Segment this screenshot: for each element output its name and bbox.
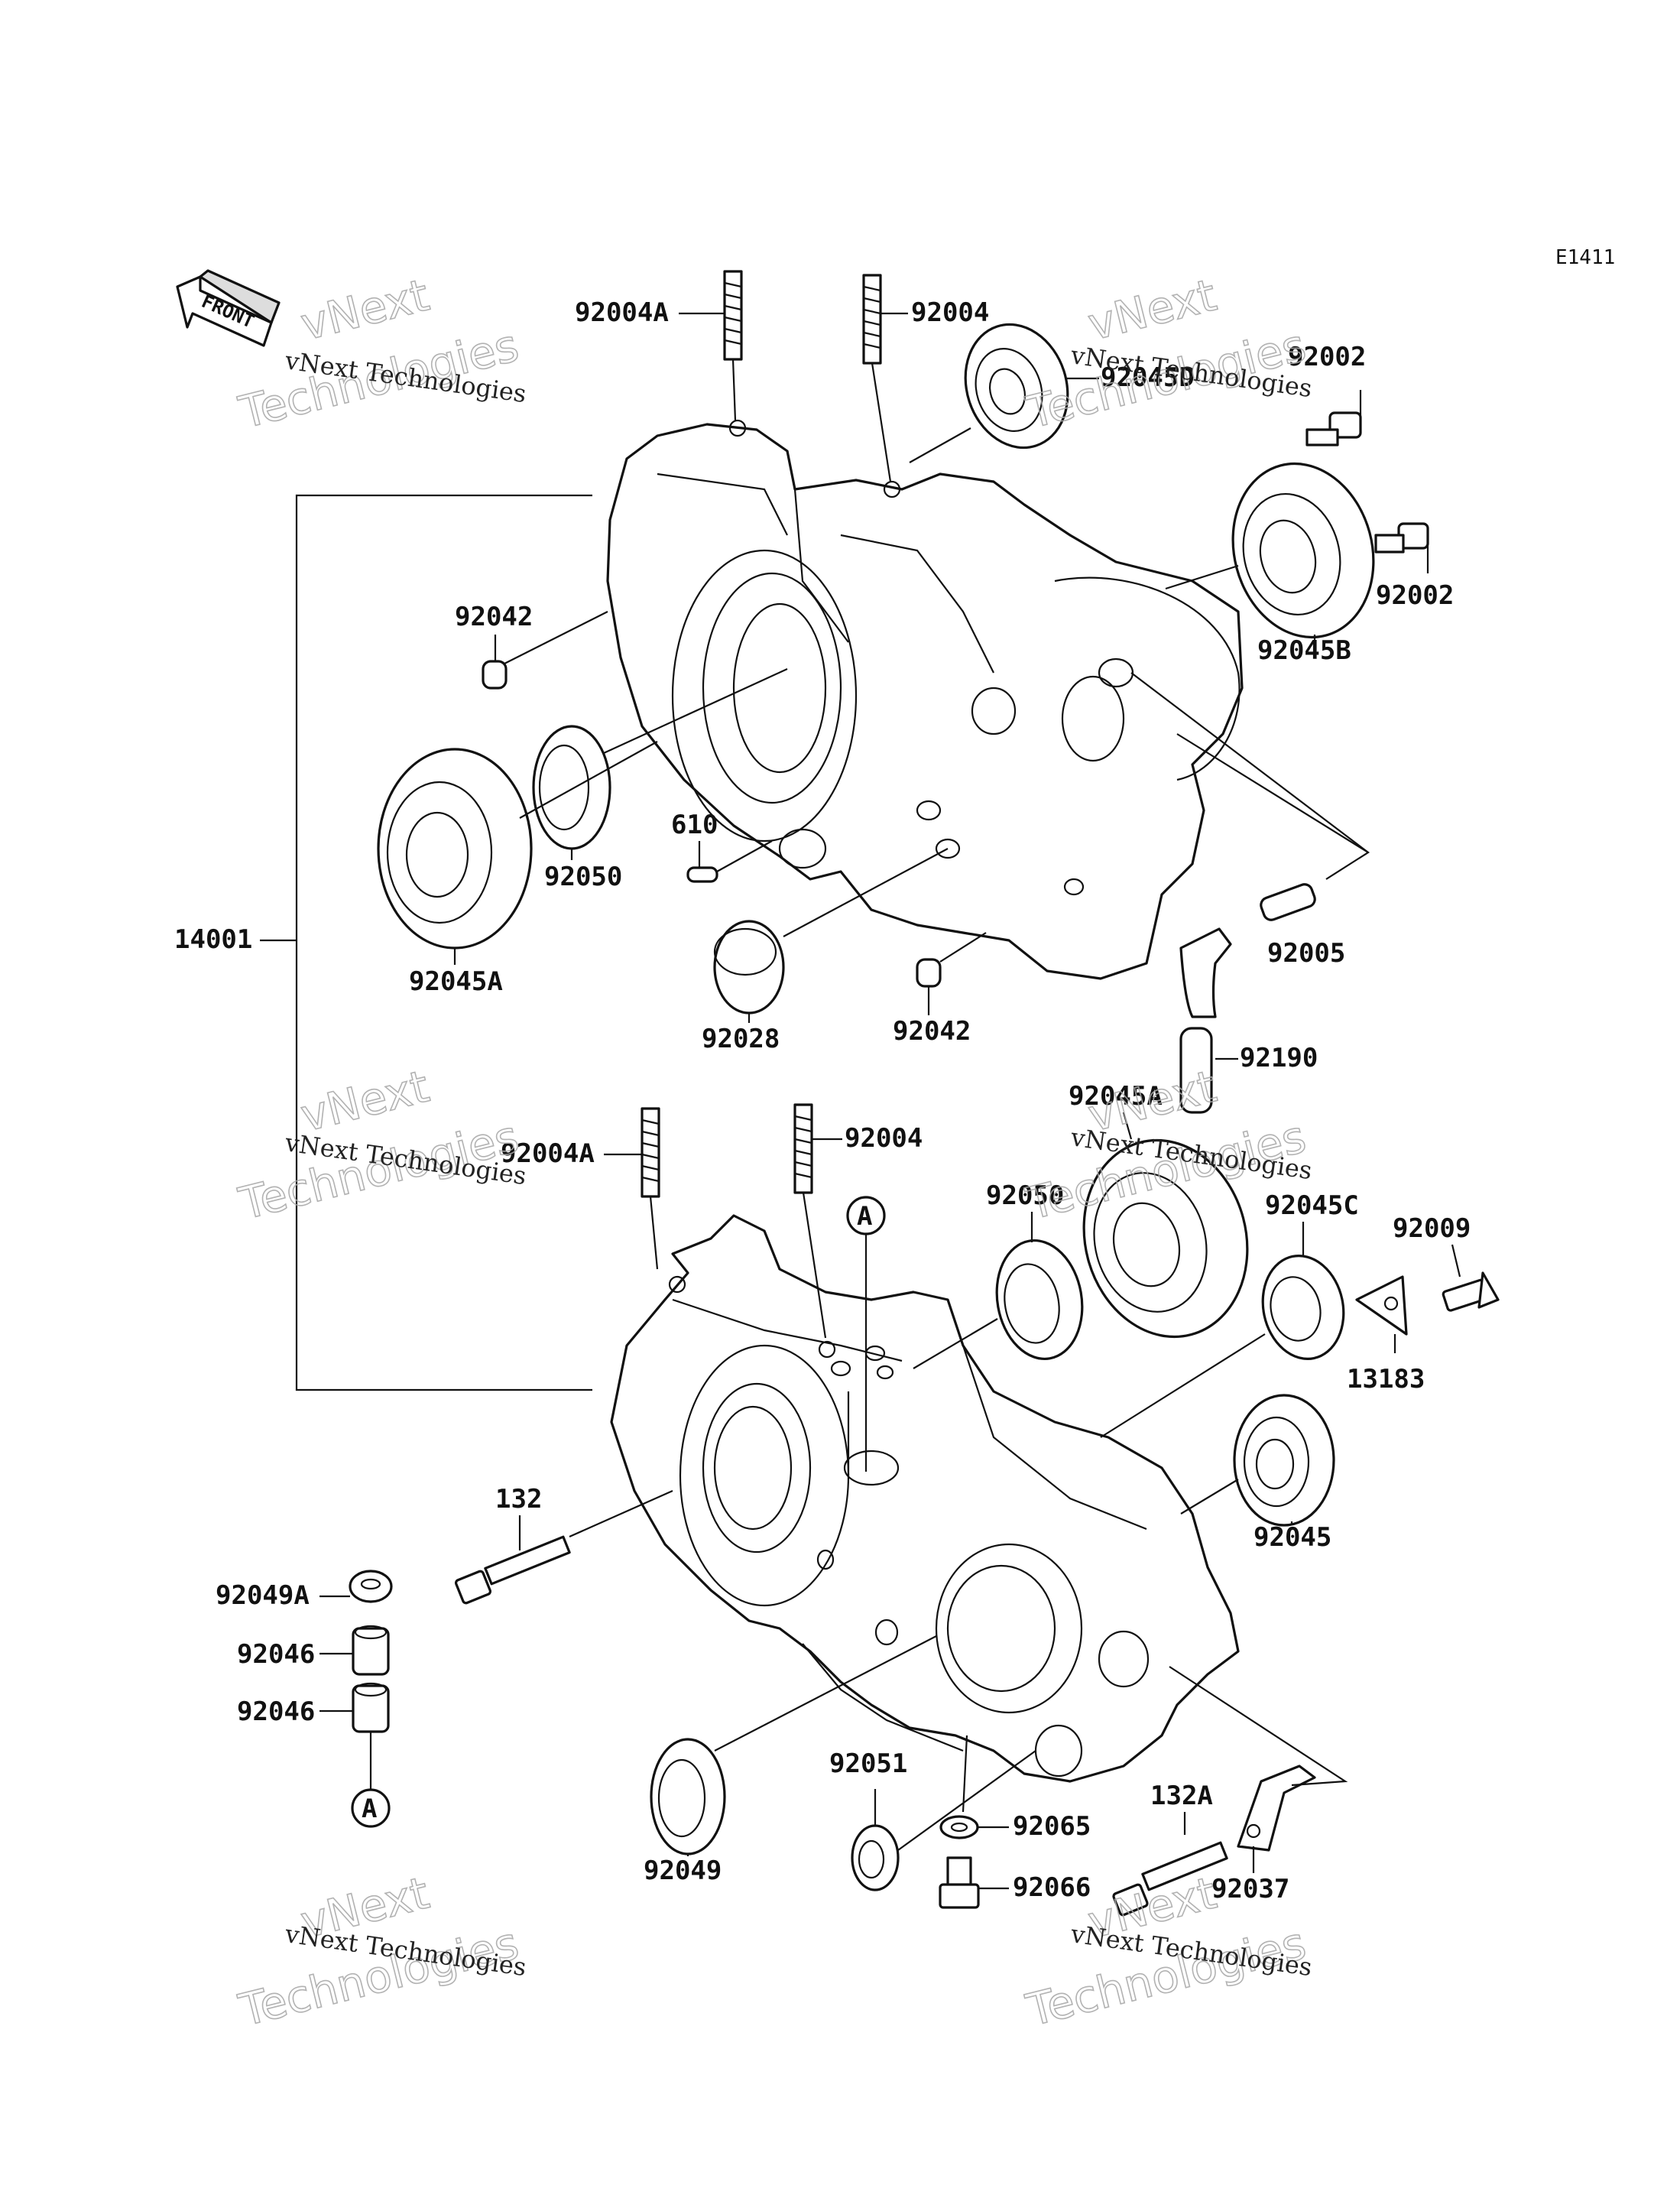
watermark-top-right: vNext Technologies vNext Technologies (1020, 268, 1314, 440)
washer-92049A (349, 1570, 393, 1603)
label-92004-bottom: 92004 (845, 1123, 923, 1154)
seal-92051 (851, 1750, 1036, 1891)
label-92002-a: 92002 (1288, 342, 1366, 372)
watermark-top-left: vNext Technologies vNext Technologies (233, 268, 528, 440)
label-92050-a: 92050 (544, 862, 622, 892)
collar-92028 (713, 848, 949, 1015)
bolt-132 (454, 1489, 673, 1605)
fitting-92005 (1130, 672, 1370, 921)
label-92004A-top: 92004A (575, 297, 669, 328)
stud-92004A-bottom (641, 1107, 660, 1270)
label-92190: 92190 (1240, 1043, 1318, 1073)
label-92045A-b: 92045A (1069, 1081, 1163, 1112)
label-610: 610 (671, 810, 718, 840)
label-92004A-bottom: 92004A (501, 1138, 595, 1169)
part-labels: 92004A 92004 92045D 92002 92002 92045B 9… (174, 297, 1471, 1904)
bearing-92045A-b (1082, 1138, 1249, 1339)
label-92004-top: 92004 (911, 297, 989, 328)
plate-13183 (1355, 1275, 1408, 1353)
label-92045: 92045 (1254, 1522, 1331, 1553)
plug-92066 (939, 1735, 980, 1909)
label-92002-b: 92002 (1376, 580, 1454, 611)
seal-92050-a (532, 668, 788, 850)
label-13183: 13183 (1347, 1364, 1425, 1394)
pin-610 (686, 840, 773, 883)
svg-text:A: A (857, 1201, 872, 1232)
stud-92004A-top (723, 270, 743, 421)
upper-crankcase-half (606, 419, 1244, 980)
bearing-92045B (1165, 462, 1375, 650)
label-92005: 92005 (1267, 938, 1345, 969)
bushing-92046-b (352, 1682, 390, 1733)
label-92009: 92009 (1393, 1213, 1471, 1244)
svg-text:vNext: vNext (296, 269, 434, 351)
bracket-14001 (260, 494, 592, 1391)
label-92042-b: 92042 (893, 1016, 971, 1047)
bearing-92045C (1100, 1255, 1345, 1438)
label-132A: 132A (1150, 1781, 1213, 1811)
marker-a-bottom: A (351, 1732, 391, 1828)
stud-92004-top (862, 274, 892, 482)
dowel-92042-a (482, 611, 608, 690)
label-92046-b: 92046 (237, 1696, 315, 1727)
label-92045B: 92045B (1257, 635, 1351, 666)
label-92050-b: 92050 (986, 1180, 1064, 1211)
label-92045D: 92045D (1101, 362, 1195, 393)
bearing-92045A-a (377, 741, 658, 950)
label-14001: 14001 (174, 924, 252, 955)
bushing-92046-a (352, 1625, 390, 1676)
label-92037: 92037 (1211, 1874, 1289, 1904)
label-92065: 92065 (1013, 1811, 1091, 1842)
washer-92065 (939, 1815, 979, 1839)
seal-92049 (650, 1635, 937, 1855)
stud-92004-bottom (793, 1103, 827, 1339)
bolt-132A (1112, 1812, 1228, 1917)
label-92028: 92028 (702, 1024, 780, 1054)
clamp-92037 (1169, 1666, 1348, 1873)
label-132: 132 (495, 1484, 542, 1515)
diagram-code: E1411 (1555, 246, 1615, 269)
bolt-92002-a (1305, 390, 1362, 446)
marker-a-top: A (846, 1196, 886, 1472)
front-arrow-icon: FRONT (176, 269, 281, 347)
label-92049A: 92049A (216, 1580, 310, 1611)
seal-92050-b (913, 1239, 1084, 1369)
label-92045C: 92045C (1265, 1190, 1359, 1221)
lower-crankcase-half (610, 1214, 1240, 1783)
label-92066: 92066 (1013, 1872, 1091, 1903)
screw-92009 (1442, 1271, 1500, 1312)
bolt-92002-b (1374, 522, 1429, 573)
bearing-92045 (1180, 1394, 1335, 1527)
svg-text:vNext: vNext (1083, 269, 1221, 351)
label-92042-a: 92042 (455, 602, 533, 632)
hose-92190 (1179, 927, 1238, 1114)
label-92051: 92051 (829, 1748, 907, 1779)
label-92046-a: 92046 (237, 1639, 315, 1670)
svg-text:vNext: vNext (296, 1060, 434, 1142)
label-92045A-a: 92045A (409, 966, 503, 997)
watermark-mid-left: vNext Technologies vNext Technologies (233, 1060, 528, 1231)
dowel-92042-b (916, 932, 987, 988)
svg-text:A: A (362, 1794, 377, 1824)
label-92049: 92049 (644, 1855, 722, 1886)
watermark-bottom-left: vNext Technologies vNext Technologies (233, 1866, 528, 2037)
bearing-92045D (909, 323, 1069, 463)
